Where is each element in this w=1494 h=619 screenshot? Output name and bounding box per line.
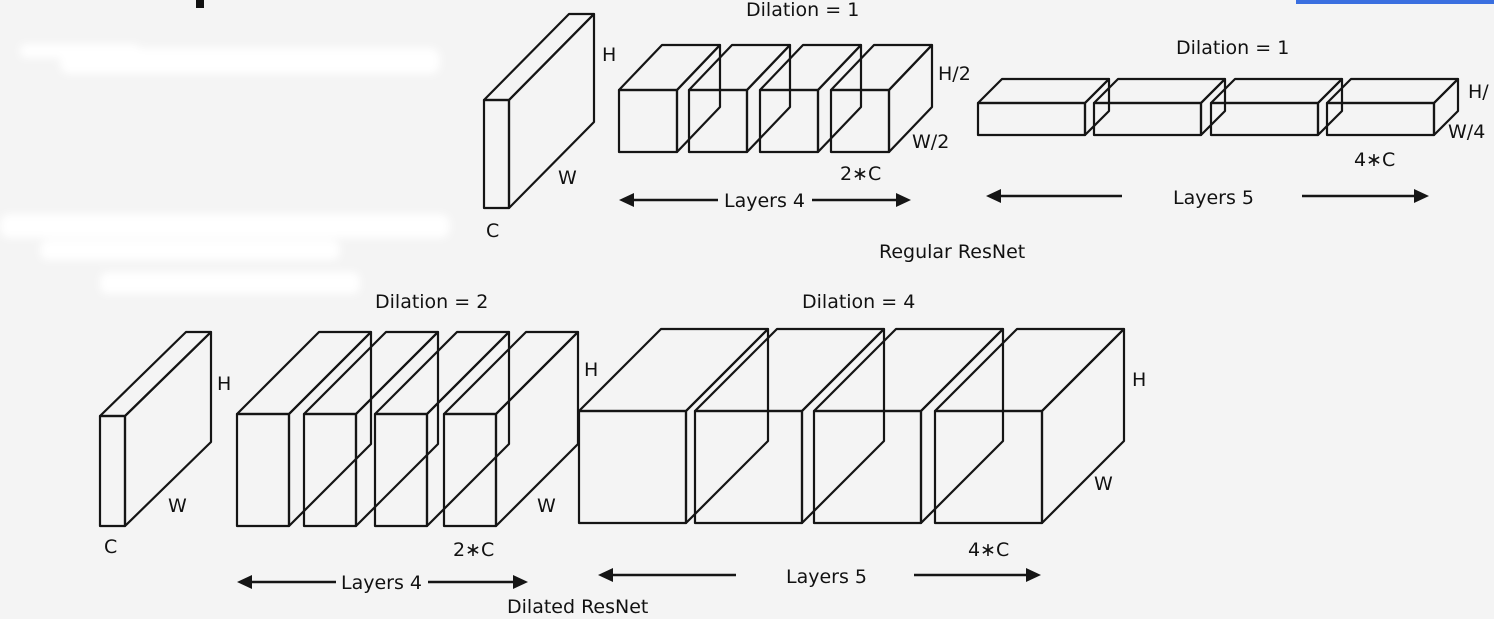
regular-layers4-dilation-label: Dilation = 1 — [746, 0, 859, 21]
regular-layers4-c-label: 2∗C — [840, 163, 881, 185]
dilated-resnet-title: Dilated ResNet — [507, 596, 648, 618]
regular-layers5-c-label: 4∗C — [1354, 149, 1395, 171]
regular-layers4-block-2 — [687, 43, 792, 154]
regular-input-feature-map — [482, 12, 596, 210]
dilated-layers5-block-3 — [812, 327, 1005, 525]
regular-resnet-title: Regular ResNet — [879, 241, 1025, 263]
regular-layers5-label: Layers 5 — [1173, 187, 1254, 209]
regular-layers4-arrow — [619, 193, 911, 207]
regular-resnet: H W C Dilatio — [482, 0, 1489, 263]
redacted-smudges — [0, 44, 450, 294]
dilated-layers5-dilation-label: Dilation = 4 — [802, 291, 915, 313]
regular-layers4-w-label: W/2 — [912, 131, 949, 153]
dilated-layers4-c-label: 2∗C — [453, 539, 494, 561]
dilated-layers4-label: Layers 4 — [341, 572, 422, 594]
dilated-layers5-c-label: 4∗C — [968, 539, 1009, 561]
regular-input-w-label: W — [558, 167, 577, 189]
regular-layers5-arrow — [986, 189, 1429, 203]
dilated-input-w-label: W — [168, 495, 187, 517]
dilated-layers4-h-label: H — [584, 359, 598, 381]
regular-layers4-block-3 — [758, 43, 863, 154]
regular-input-h-label: H — [602, 44, 616, 66]
regular-layers5-blocks — [976, 77, 1460, 137]
dilated-layers4-block-4 — [442, 330, 580, 528]
regular-layers5-w-label: W/4 — [1448, 121, 1485, 143]
dilated-input-feature-map — [98, 330, 213, 528]
dilated-layers5-blocks — [577, 327, 1126, 525]
regular-layers4-block-4 — [829, 43, 934, 154]
dilated-layers4-dilation-label: Dilation = 2 — [375, 291, 488, 313]
dilated-layers4-blocks — [235, 330, 580, 528]
top-left-mark — [196, 0, 204, 8]
regular-layers5-block-4 — [1325, 77, 1460, 137]
dilated-layers5-w-label: W — [1094, 473, 1113, 495]
dilated-layers5-h-label: H — [1132, 369, 1146, 391]
top-right-bar — [1296, 0, 1494, 4]
regular-layers4-blocks — [617, 43, 934, 154]
regular-layers5-block-3 — [1209, 77, 1344, 137]
dilated-input-h-label: H — [217, 373, 231, 395]
dilated-layers4-block-1 — [235, 330, 373, 528]
regular-layers5-h-label: H/ — [1468, 81, 1489, 103]
dilated-layers4-w-label: W — [537, 495, 556, 517]
regular-layers4-h-label: H/2 — [938, 63, 971, 85]
dilated-layers5-label: Layers 5 — [786, 566, 867, 588]
regular-layers5-block-1 — [976, 77, 1111, 137]
dilated-layers4-arrow — [237, 575, 528, 589]
regular-layers4-block-1 — [617, 43, 722, 154]
regular-input-c-label: C — [486, 220, 499, 242]
dilated-layers5-block-4 — [933, 327, 1126, 525]
dilated-layers4-block-2 — [302, 330, 440, 528]
regular-layers5-dilation-label: Dilation = 1 — [1176, 37, 1289, 59]
dilated-layers5-block-1 — [577, 327, 770, 525]
dilated-layers4-block-3 — [373, 330, 511, 528]
regular-layers4-label: Layers 4 — [724, 190, 805, 212]
dilated-resnet: H W C Dilatio — [98, 291, 1146, 618]
dilated-input-c-label: C — [104, 536, 117, 558]
regular-layers5-block-2 — [1092, 77, 1227, 137]
dilated-layers5-arrow — [598, 568, 1041, 582]
dilated-layers5-block-2 — [693, 327, 886, 525]
